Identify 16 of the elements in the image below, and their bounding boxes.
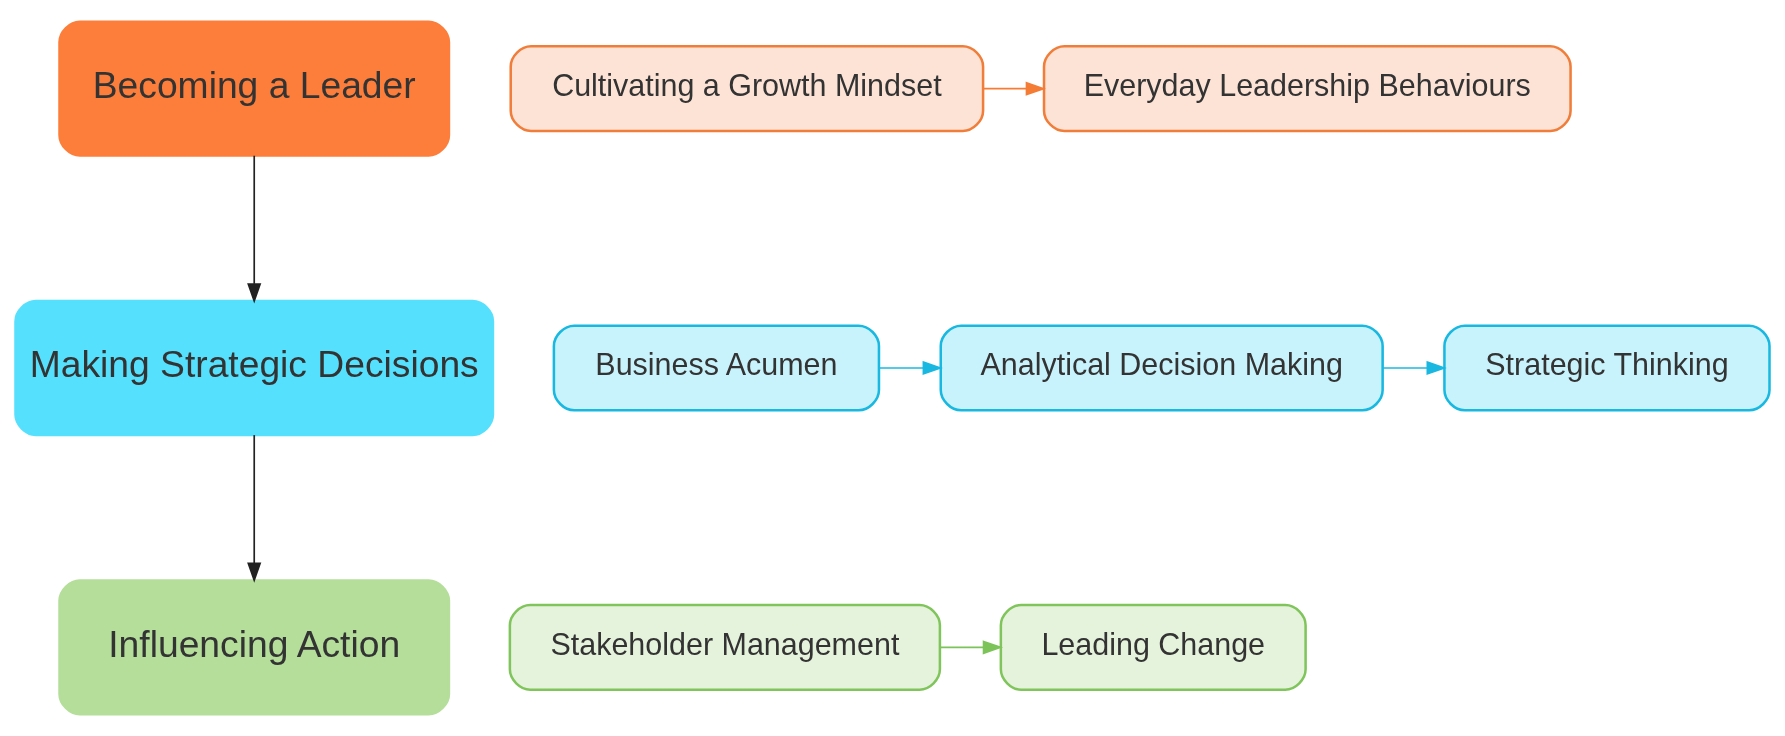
node-box: Business Acumen xyxy=(552,324,881,412)
arrow xyxy=(247,434,262,583)
node-box: Stakeholder Management xyxy=(508,603,942,691)
node-box: Analytical Decision Making xyxy=(939,324,1384,412)
arrow xyxy=(247,154,262,304)
node-box: Making Strategic Decisions xyxy=(14,299,495,437)
arrow xyxy=(939,640,1004,655)
arrow xyxy=(1382,360,1447,376)
node-box: Everyday Leadership Behaviours xyxy=(1042,45,1572,133)
node-box: Influencing Action xyxy=(58,579,451,716)
node-box: Cultivating a Growth Mindset xyxy=(509,45,985,133)
node-box: Strategic Thinking xyxy=(1443,324,1771,412)
node-box: Becoming a Leader xyxy=(58,20,451,157)
node-box: Leading Change xyxy=(999,603,1307,691)
arrow xyxy=(878,360,943,376)
arrow xyxy=(982,81,1046,96)
